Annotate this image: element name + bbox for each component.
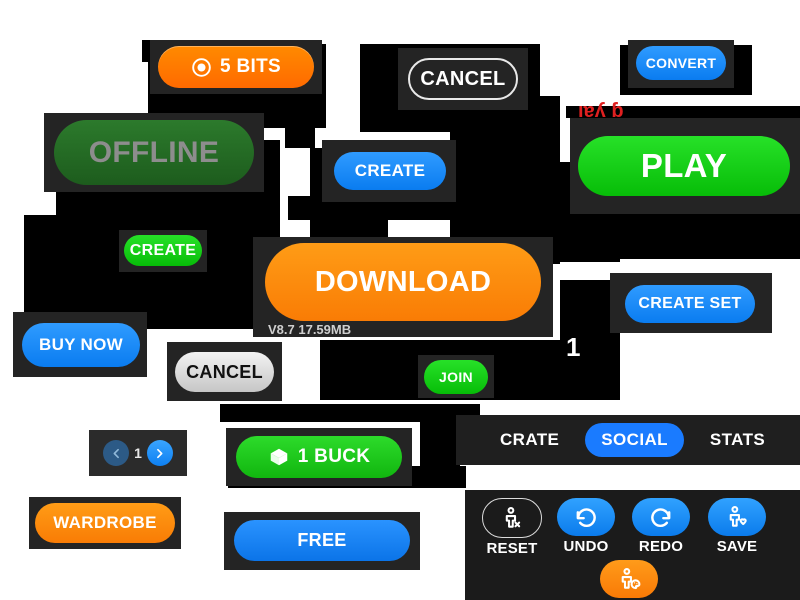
buy-now-button[interactable]: BUY NOW	[22, 323, 140, 367]
play-button[interactable]: PLAY	[578, 136, 790, 196]
free-button[interactable]: FREE	[234, 520, 410, 561]
tab-crate-label: CRATE	[500, 430, 560, 449]
undo-label: UNDO	[563, 538, 609, 555]
mask-block	[566, 106, 800, 118]
avatar-palette-icon	[616, 566, 642, 592]
play-label: PLAY	[640, 147, 728, 184]
download-meta-label: V8.7 17.59MB	[268, 322, 352, 337]
create-blue-label: CREATE	[354, 161, 426, 180]
join-button[interactable]: JOIN	[424, 360, 488, 394]
avatar-heart-icon	[724, 504, 750, 530]
tool-save[interactable]: SAVE	[708, 498, 766, 555]
join-label: JOIN	[439, 369, 473, 385]
pager: 1	[89, 430, 187, 476]
undo-arrow-icon	[572, 503, 600, 531]
stray-number: 1	[566, 332, 581, 362]
tab-bar: CRATE SOCIAL STATS	[456, 415, 800, 465]
redo-button[interactable]	[632, 498, 690, 536]
chevron-right-icon	[153, 447, 166, 460]
create-blue-button[interactable]: CREATE	[334, 152, 446, 190]
tab-stats[interactable]: STATS	[694, 423, 781, 457]
buy-now-label: BUY NOW	[39, 335, 123, 354]
bits-label: 5 BITS	[220, 56, 281, 77]
wardrobe-label: WARDROBE	[53, 513, 157, 532]
create-set-button[interactable]: CREATE SET	[625, 285, 755, 323]
free-label: FREE	[297, 530, 347, 550]
mask-block	[420, 420, 460, 472]
save-button[interactable]	[708, 498, 766, 536]
create-set-label: CREATE SET	[638, 295, 742, 312]
tool-undo[interactable]: UNDO	[557, 498, 615, 555]
download-label: DOWNLOAD	[314, 265, 492, 298]
cancel-outline-label: CANCEL	[420, 67, 506, 90]
reset-label: RESET	[486, 540, 538, 557]
create-green-label: CREATE	[129, 241, 197, 259]
tool-reset[interactable]: RESET	[482, 498, 542, 557]
tab-social[interactable]: SOCIAL	[585, 423, 684, 457]
pager-page-number: 1	[134, 445, 142, 461]
convert-label: CONVERT	[645, 55, 717, 71]
save-label: SAVE	[716, 538, 758, 555]
tab-crate[interactable]: CRATE	[484, 423, 575, 457]
pager-next-button[interactable]	[146, 440, 173, 466]
convert-button[interactable]: CONVERT	[636, 46, 726, 80]
tool-redo[interactable]: REDO	[632, 498, 690, 555]
reset-button[interactable]	[482, 498, 542, 538]
cube-icon	[268, 446, 290, 468]
download-button[interactable]: DOWNLOAD	[265, 243, 541, 321]
undo-button[interactable]	[557, 498, 615, 536]
offline-button: OFFLINE	[54, 120, 254, 185]
wardrobe-button[interactable]: WARDROBE	[35, 503, 175, 543]
create-green-button[interactable]: CREATE	[124, 235, 202, 266]
avatar-x-icon	[499, 505, 525, 531]
offline-label: OFFLINE	[88, 135, 220, 169]
one-buck-button[interactable]: 1 BUCK	[236, 436, 402, 478]
redo-label: REDO	[638, 538, 684, 555]
mask-block	[220, 404, 480, 422]
coin-icon	[191, 57, 212, 78]
chevron-left-icon	[110, 447, 123, 460]
cancel-silver-button[interactable]: CANCEL	[175, 352, 274, 392]
avatar-palette-button[interactable]	[600, 560, 658, 598]
pager-prev-button[interactable]	[103, 440, 130, 466]
cancel-outline-button[interactable]: CANCEL	[408, 58, 518, 100]
one-buck-label: 1 BUCK	[297, 446, 371, 467]
tab-stats-label: STATS	[709, 430, 766, 449]
cancel-silver-label: CANCEL	[186, 361, 263, 382]
redo-arrow-icon	[647, 503, 675, 531]
tab-social-label: SOCIAL	[601, 430, 668, 449]
red-text-fragment: ıɐʎ ɓ	[578, 100, 624, 122]
bits-button[interactable]: 5 BITS	[158, 46, 314, 88]
